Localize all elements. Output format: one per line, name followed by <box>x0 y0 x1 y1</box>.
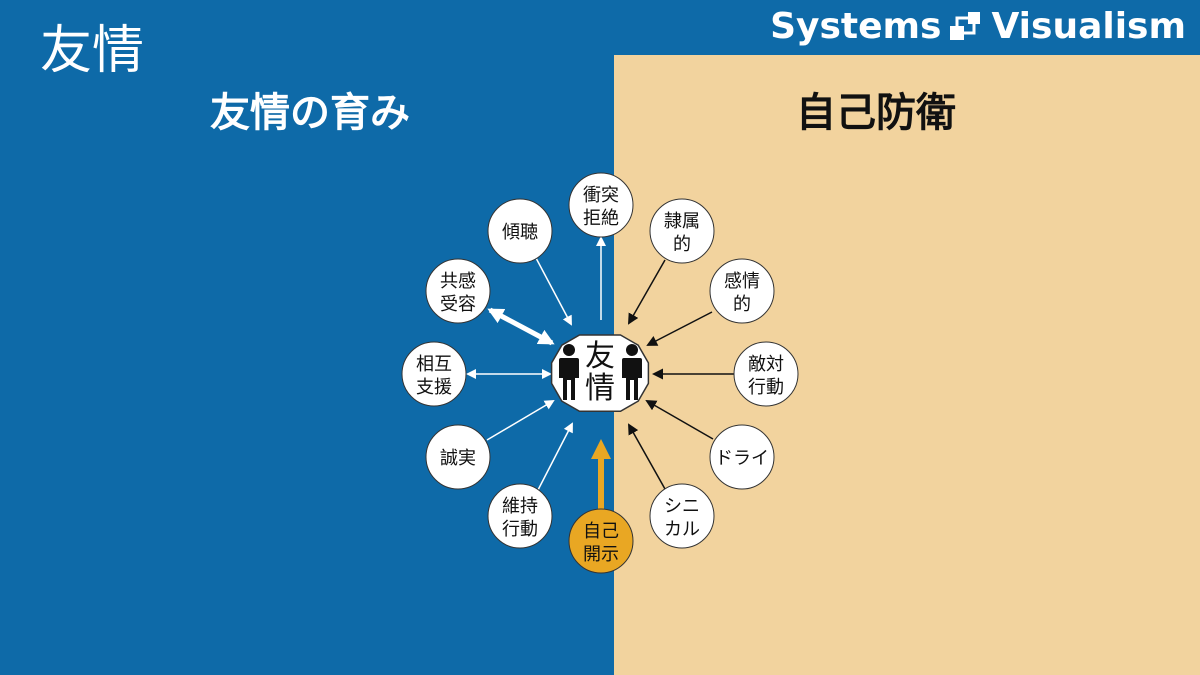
node-empathy-line1: 共感 <box>440 271 476 292</box>
systems-visualism-icon <box>950 11 981 40</box>
arrow-subordinate <box>628 259 666 325</box>
node-empathy-line2: 受容 <box>440 294 476 315</box>
node-cynical-line2: カル <box>664 519 700 540</box>
right-panel <box>614 55 1200 675</box>
node-self-disclosure: 自己 開示 <box>568 508 634 574</box>
arrow-empathy <box>487 307 555 346</box>
arrow-maintenance <box>537 422 573 491</box>
person-left-icon <box>559 344 579 400</box>
center-label-line1: 友 <box>585 339 615 374</box>
node-sincerity: 誠実 <box>425 424 491 490</box>
person-right-icon <box>622 344 642 400</box>
arrow-emotional <box>646 311 713 346</box>
node-listening: 傾聴 <box>487 198 553 264</box>
heading-self-defense: 自己防衛 <box>796 90 956 136</box>
node-conflict-rejection: 衝突 拒絶 <box>568 172 634 238</box>
arrow-dry <box>645 400 714 440</box>
node-cynical: シニ カル <box>649 483 715 549</box>
arrow-listening <box>535 257 572 326</box>
node-empathy: 共感 受容 <box>425 258 491 324</box>
node-emotional-line2: 的 <box>733 294 751 315</box>
heading-friendship-growth: 友情の育み <box>210 90 410 136</box>
node-emotional-line1: 感情 <box>724 271 760 292</box>
node-maintenance: 維持 行動 <box>487 483 553 549</box>
page-title: 友情 <box>40 21 145 81</box>
brand-logo: Systems Visualism <box>770 6 1186 47</box>
node-maintenance-line1: 維持 <box>502 496 538 517</box>
node-cynical-line1: シニ <box>664 496 700 517</box>
node-mutual-support-line2: 支援 <box>416 377 452 398</box>
brand-name-right: Visualism <box>991 6 1186 47</box>
node-subordinate: 隷属 的 <box>649 198 715 264</box>
arrow-cynical <box>628 423 666 490</box>
node-hostile: 敵対 行動 <box>733 341 799 407</box>
node-dry-line1: ドライ <box>715 448 769 469</box>
node-conflict-rejection-line1: 衝突 <box>583 185 619 206</box>
header-band <box>614 0 1200 55</box>
node-hostile-line1: 敵対 <box>748 354 784 375</box>
friendship-center-node <box>550 334 650 413</box>
brand-name-left: Systems <box>770 6 942 47</box>
node-conflict-rejection-line2: 拒絶 <box>583 208 619 229</box>
node-self-disclosure-line2: 開示 <box>583 544 619 565</box>
center-label-line2: 情 <box>585 371 615 406</box>
node-emotional: 感情 的 <box>709 258 775 324</box>
node-mutual-support-line1: 相互 <box>416 354 452 375</box>
node-self-disclosure-line1: 自己 <box>583 521 619 542</box>
node-subordinate-line1: 隷属 <box>664 211 700 232</box>
node-subordinate-line2: 的 <box>673 234 691 255</box>
node-listening-line1: 傾聴 <box>502 222 538 243</box>
node-hostile-line2: 行動 <box>748 377 784 398</box>
node-mutual-support: 相互 支援 <box>401 341 467 407</box>
arrow-sincerity <box>486 399 555 441</box>
node-sincerity-line1: 誠実 <box>440 448 476 469</box>
node-dry: ドライ <box>709 424 775 490</box>
node-maintenance-line2: 行動 <box>502 519 538 540</box>
